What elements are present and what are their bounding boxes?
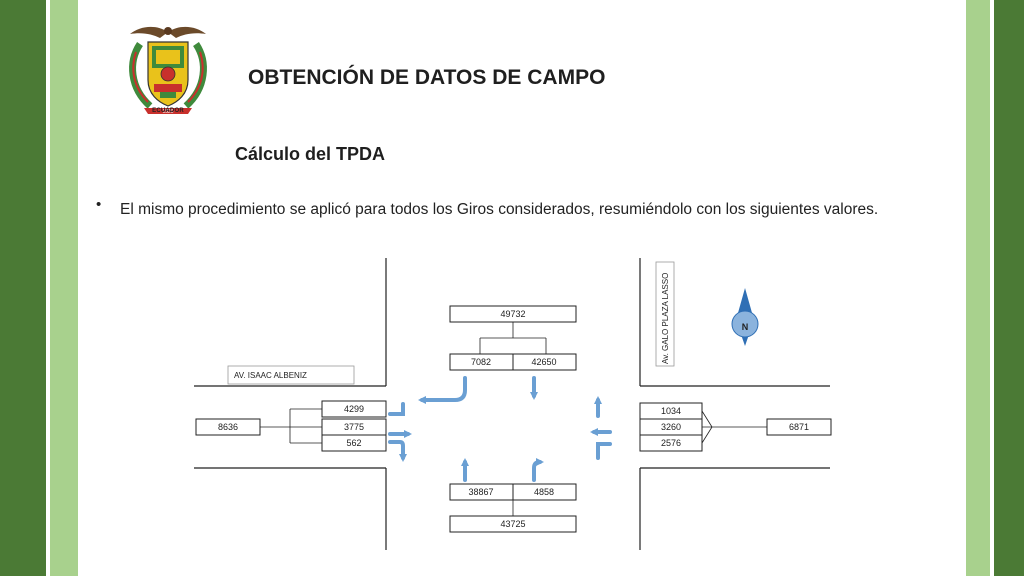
bullet-text: El mismo procedimiento se aplicó para to… (120, 201, 879, 218)
coat-of-arms-icon: 1820 (129, 26, 207, 115)
intersection-diagram: AV. ISAAC ALBENIZ Av. GALO PLAZA LASSO N… (194, 258, 832, 550)
svg-text:49732: 49732 (500, 309, 525, 319)
svg-text:2576: 2576 (661, 438, 681, 448)
svg-text:6871: 6871 (789, 422, 809, 432)
svg-text:N: N (742, 322, 749, 332)
east-value-box-2: 3260 (639, 418, 703, 436)
west-value-box-2: 3775 (321, 418, 387, 436)
road-edges (194, 258, 830, 550)
south-right-box: 4858 (512, 483, 577, 501)
bullet-marker: • (96, 196, 102, 213)
svg-text:42650: 42650 (531, 357, 556, 367)
svg-text:3775: 3775 (344, 422, 364, 432)
west-value-box-1: 4299 (321, 400, 387, 418)
north-total-box: 49732 (449, 305, 577, 323)
svg-text:3260: 3260 (661, 422, 681, 432)
south-total-box: 43725 (449, 515, 577, 533)
east-total-box: 6871 (766, 418, 832, 436)
east-value-box-1: 1034 (639, 402, 703, 420)
street-label-west: AV. ISAAC ALBENIZ (227, 365, 355, 385)
left-light-bar (50, 0, 78, 576)
svg-text:AV. ISAAC ALBENIZ: AV. ISAAC ALBENIZ (234, 371, 307, 380)
svg-text:38867: 38867 (468, 487, 493, 497)
svg-text:1820: 1820 (162, 109, 173, 115)
turn-arrows (388, 376, 612, 482)
north-left-box: 7082 (449, 353, 514, 371)
right-dark-bar (994, 0, 1024, 576)
svg-text:43725: 43725 (500, 519, 525, 529)
right-light-bar (966, 0, 990, 576)
west-total-box: 8636 (195, 418, 261, 436)
logo-caption: ECUADOR (152, 108, 184, 114)
svg-text:Av. GALO PLAZA LASSO: Av. GALO PLAZA LASSO (661, 273, 670, 364)
east-value-box-3: 2576 (639, 434, 703, 452)
west-value-box-3: 562 (321, 434, 387, 452)
svg-text:4858: 4858 (534, 487, 554, 497)
section-subtitle: Cálculo del TPDA (235, 144, 386, 164)
south-left-box: 38867 (449, 483, 514, 501)
connector-lines (260, 322, 767, 516)
compass-north-icon: N (731, 288, 759, 346)
left-dark-bar (0, 0, 46, 576)
svg-text:7082: 7082 (471, 357, 491, 367)
north-right-box: 42650 (512, 353, 577, 371)
svg-text:1034: 1034 (661, 406, 681, 416)
street-label-east: Av. GALO PLAZA LASSO (655, 261, 675, 367)
svg-text:8636: 8636 (218, 422, 238, 432)
svg-text:562: 562 (346, 438, 361, 448)
svg-text:4299: 4299 (344, 404, 364, 414)
page-title: OBTENCIÓN DE DATOS DE CAMPO (248, 66, 606, 89)
